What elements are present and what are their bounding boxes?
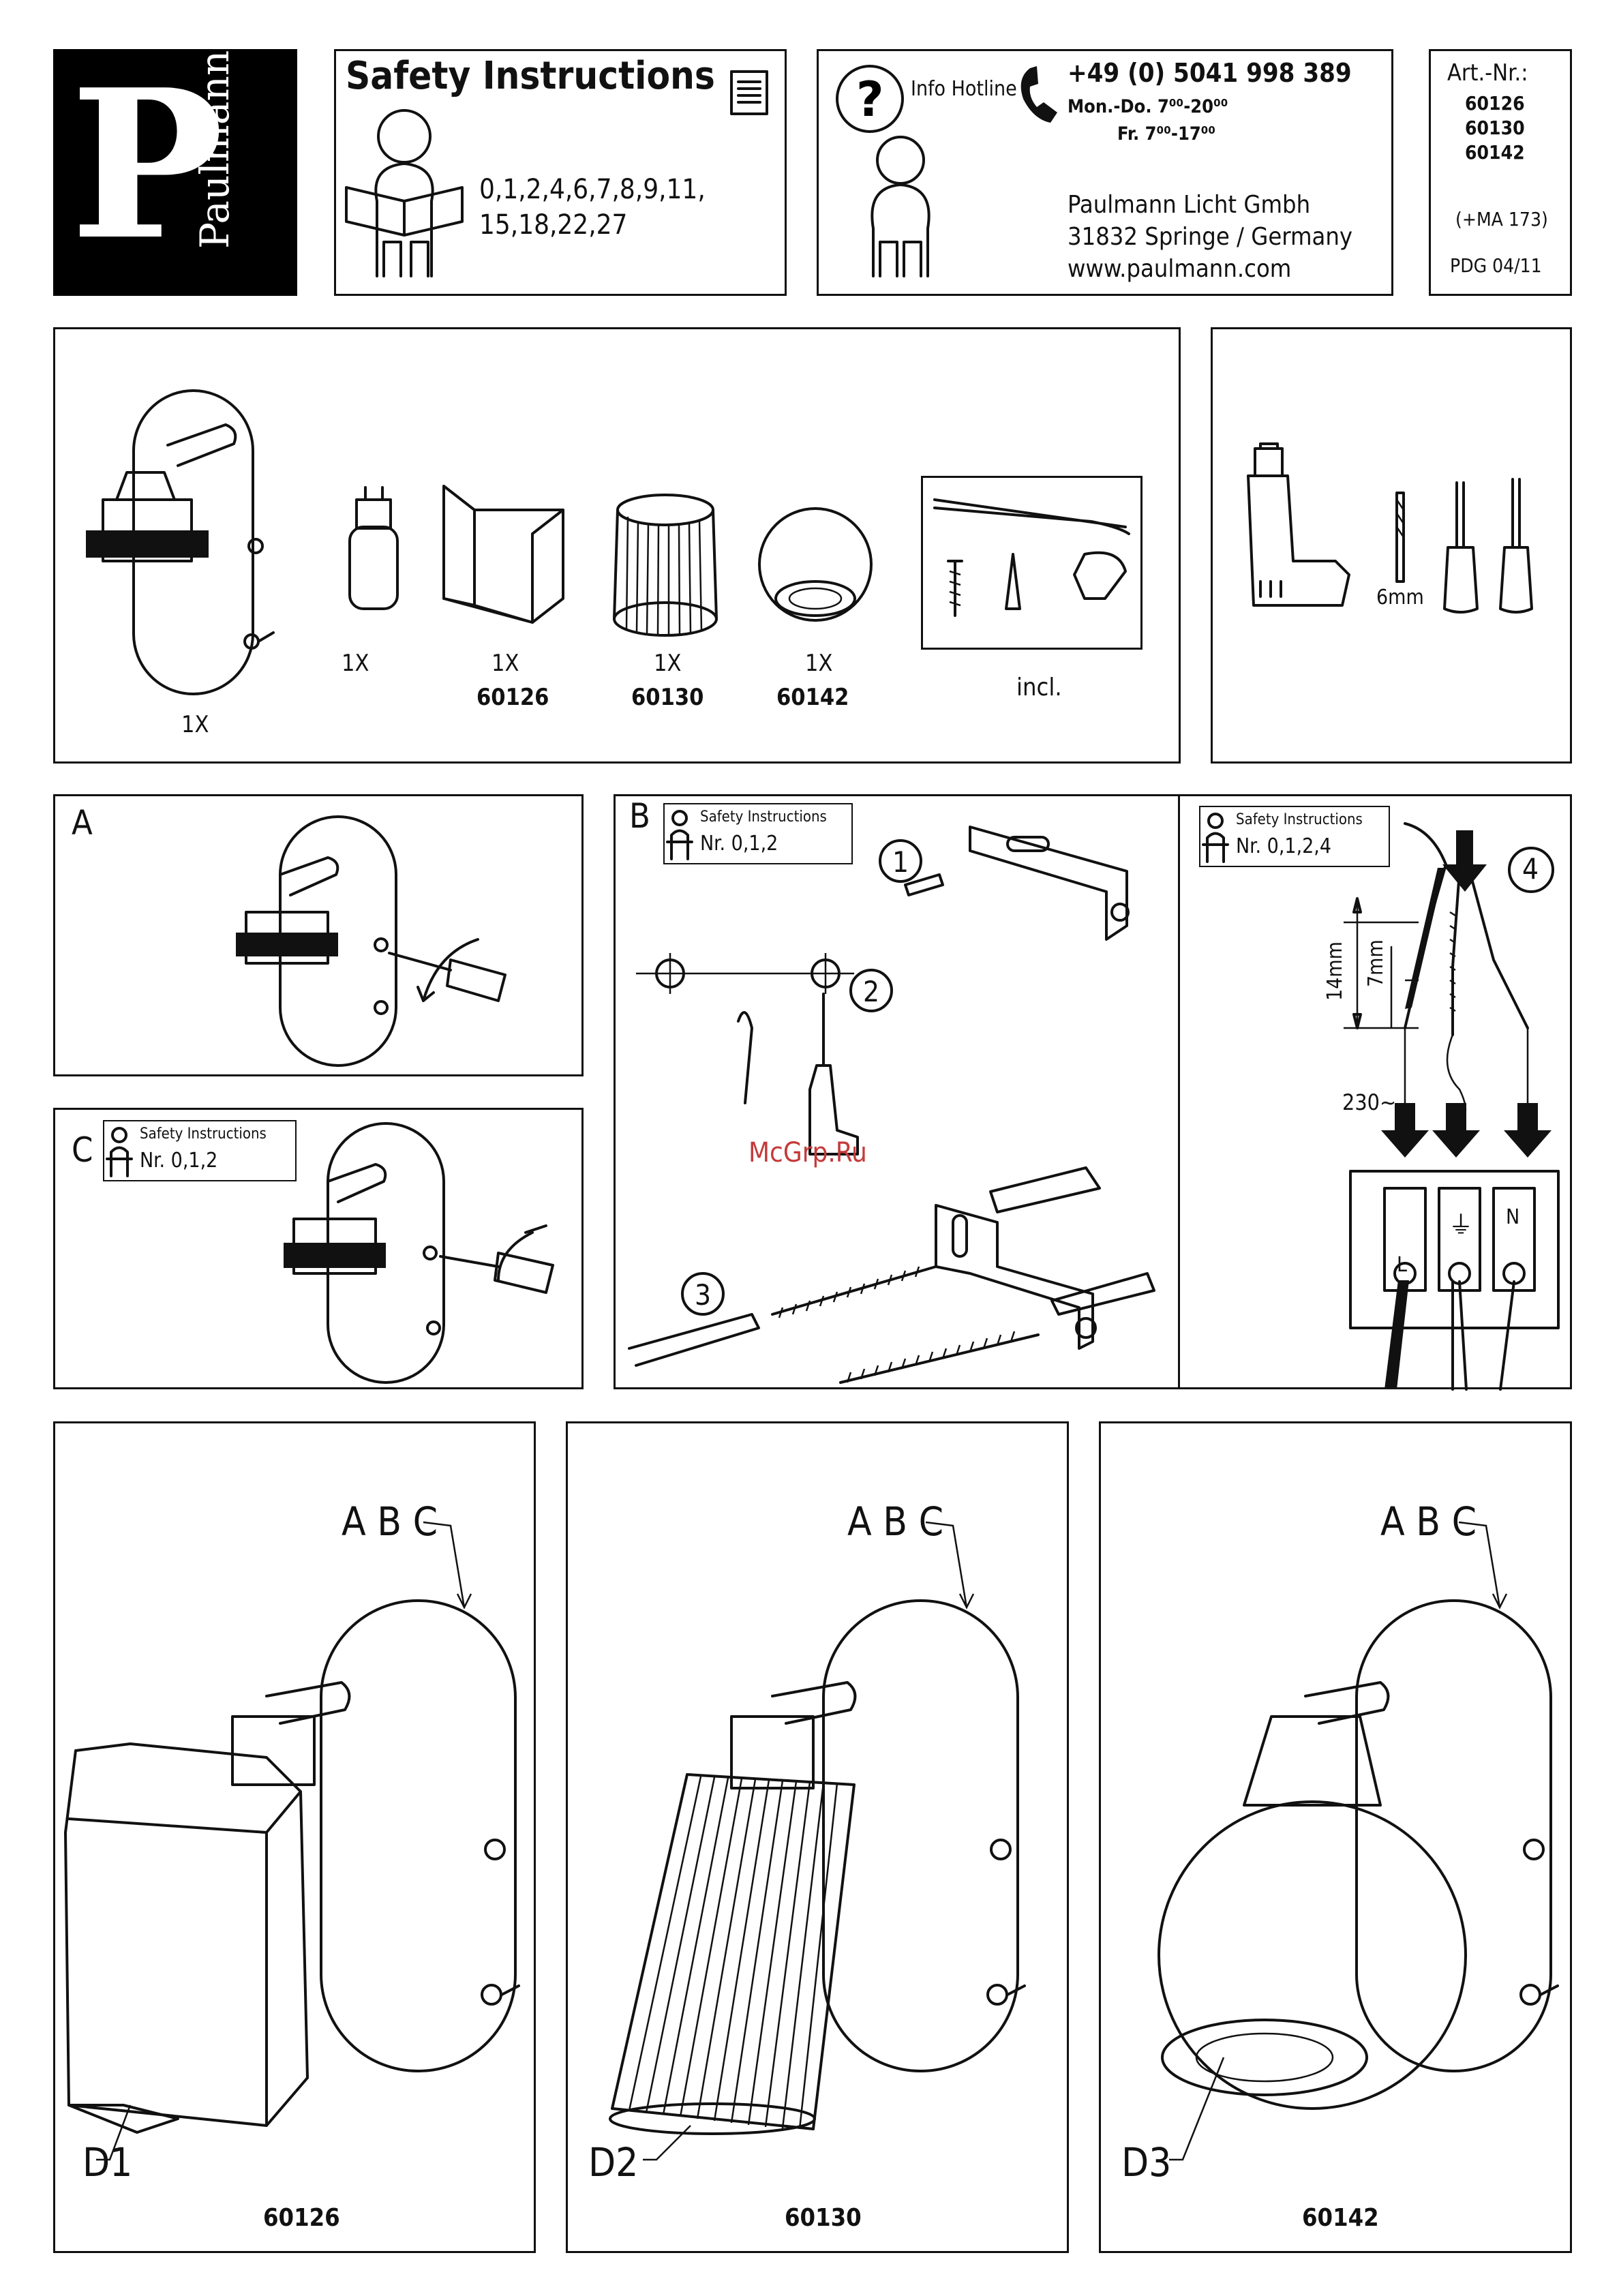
step-c-safety-box: Safety Instructions Nr. 0,1,2 xyxy=(103,1120,297,1181)
reading-figure-icon xyxy=(345,109,464,277)
lamp-base-illustration xyxy=(86,389,275,695)
step-b-num-1: 1 xyxy=(892,845,909,879)
variant-2-abc: A B C xyxy=(847,1498,944,1545)
screwdriver-phillips-icon xyxy=(1499,478,1533,614)
variant-1-abc: A B C xyxy=(342,1498,438,1545)
art-label: Art.-Nr.: xyxy=(1447,59,1528,87)
safety-numbers-1: 0,1,2,4,6,7,8,9,11, xyxy=(479,174,706,205)
wiring-step-num: 4 xyxy=(1522,852,1539,886)
bulb-icon xyxy=(348,486,399,610)
company-website: www.paulmann.com xyxy=(1068,255,1292,283)
variant-2-panel: A B C D2 60130 xyxy=(566,1421,1069,2253)
included-hardware-box xyxy=(921,476,1143,650)
step-a-label: A xyxy=(72,803,93,843)
document-icon xyxy=(730,70,768,115)
phone-number: +49 (0) 5041 998 389 xyxy=(1068,58,1352,88)
wiring-safety-box: Safety Instructions Nr. 0,1,2,4 xyxy=(1199,806,1390,867)
wiring-figure-icon xyxy=(1202,813,1229,863)
watermark: McGrp.Ru xyxy=(748,1137,867,1168)
shade-2-code: 60130 xyxy=(631,684,704,711)
question-figure-icon: ? xyxy=(836,65,930,277)
step-b-label: B xyxy=(629,796,650,836)
included-hardware-icons xyxy=(933,498,1130,617)
wiring-si-numbers: Nr. 0,1,2,4 xyxy=(1236,834,1332,858)
shade-3-code: 60142 xyxy=(776,684,849,711)
shade-2-qty: 1X xyxy=(654,650,682,677)
incl-label: incl. xyxy=(1016,674,1062,701)
step-b-num-2: 2 xyxy=(863,975,880,1008)
step-b-si-numbers: Nr. 0,1,2 xyxy=(700,832,778,856)
step-b-illustration xyxy=(628,826,1155,1384)
brand-letter: P xyxy=(70,44,224,285)
tools-panel: 6mm xyxy=(1211,327,1572,764)
dim-7mm: 7mm xyxy=(1364,939,1388,987)
variant-3-panel: A B C D3 60142 xyxy=(1099,1421,1572,2253)
phone-icon xyxy=(1020,66,1057,123)
dim-14mm: 14mm xyxy=(1323,941,1347,1001)
step-c-label: C xyxy=(72,1130,93,1170)
step-b-safety-box: Safety Instructions Nr. 0,1,2 xyxy=(663,803,853,864)
drill-icon xyxy=(1247,442,1350,607)
terminal-n: N xyxy=(1506,1205,1520,1229)
variant-3-abc: A B C xyxy=(1380,1498,1477,1545)
safety-instructions-panel: Safety Instructions 0,1,2,4,6,7,8,9,11, … xyxy=(334,49,787,296)
step-b-figure-icon xyxy=(666,810,693,860)
step-b-si-title: Safety Instructions xyxy=(700,809,827,826)
step-a-panel: A xyxy=(53,794,584,1076)
step-c-figure-icon xyxy=(106,1127,133,1177)
screwdriver-flat-icon xyxy=(1443,481,1479,614)
variant-2-d-label: D2 xyxy=(588,2139,639,2186)
step-c-illustration xyxy=(284,1122,554,1384)
step-c-si-title: Safety Instructions xyxy=(140,1126,267,1143)
variant-3-d-label: D3 xyxy=(1121,2139,1172,2186)
brand-name: Paulmann xyxy=(192,50,238,249)
wiring-illustration xyxy=(1344,822,1560,1391)
hotline-label: Info Hotline xyxy=(911,77,1017,101)
safety-numbers-2: 15,18,22,27 xyxy=(479,209,628,241)
shade-1-qty: 1X xyxy=(491,650,519,677)
voltage-label: 230~ xyxy=(1342,1089,1397,1115)
wiring-si-title: Safety Instructions xyxy=(1236,811,1363,828)
base-qty: 1X xyxy=(181,711,209,738)
parts-panel: 1X 1X 1X 60126 1X 60130 1X 60142 incl. xyxy=(53,327,1181,764)
drill-size: 6mm xyxy=(1376,586,1424,609)
svg-text:?: ? xyxy=(856,72,884,127)
variant-3-code: 60142 xyxy=(1302,2204,1379,2232)
shade-1-code: 60126 xyxy=(476,684,549,711)
step-a-illustration xyxy=(236,815,506,1067)
hotline-panel: ? Info Hotline +49 (0) 5041 998 389 Mon.… xyxy=(817,49,1393,296)
safety-title: Safety Instructions xyxy=(346,54,715,98)
shade-3-qty: 1X xyxy=(805,650,833,677)
ma-note: (+MA 173) xyxy=(1455,208,1548,230)
step-c-si-numbers: Nr. 0,1,2 xyxy=(140,1149,218,1173)
wiring-panel: Safety Instructions Nr. 0,1,2,4 4 14mm 7… xyxy=(1178,794,1572,1391)
step-b-num-3: 3 xyxy=(695,1278,712,1312)
company-name: Paulmann Licht Gmbh xyxy=(1068,191,1311,219)
variant-1-illustration xyxy=(64,1521,520,2161)
art-number-1: 60126 xyxy=(1465,92,1525,115)
bulb-qty: 1X xyxy=(342,650,369,677)
pdg-version: PDG 04/11 xyxy=(1450,254,1542,277)
ribbed-shade-icon xyxy=(613,494,718,637)
variant-1-code: 60126 xyxy=(263,2204,340,2232)
terminal-earth: ⏚ xyxy=(1449,1211,1474,1239)
variant-1-panel: A B C D1 60126 xyxy=(53,1421,536,2253)
variant-3-illustration xyxy=(1157,1521,1559,2161)
globe-shade-icon xyxy=(758,507,873,622)
drill-bit-icon xyxy=(1395,492,1405,583)
art-number-2: 60130 xyxy=(1465,117,1525,139)
company-address: 31832 Springe / Germany xyxy=(1068,223,1353,251)
variant-1-d-label: D1 xyxy=(82,2139,133,2186)
art-number-3: 60142 xyxy=(1465,141,1525,164)
step-c-panel: C Safety Instructions Nr. 0,1,2 xyxy=(53,1108,584,1389)
variant-2-illustration xyxy=(609,1521,1026,2161)
brand-logo: P Paulmann xyxy=(53,44,297,296)
hours-friday: Fr. 7⁰⁰-17⁰⁰ xyxy=(1117,123,1216,145)
hours-weekday: Mon.-Do. 7⁰⁰-20⁰⁰ xyxy=(1068,96,1228,117)
article-number-panel: Art.-Nr.: 60126 60130 60142 (+MA 173) PD… xyxy=(1429,49,1572,296)
cube-shade-icon xyxy=(442,485,564,624)
step-b-panel: B Safety Instructions Nr. 0,1,2 1 2 3 Mc… xyxy=(614,794,1181,1389)
terminal-l: L xyxy=(1397,1253,1408,1277)
variant-2-code: 60130 xyxy=(785,2204,862,2232)
